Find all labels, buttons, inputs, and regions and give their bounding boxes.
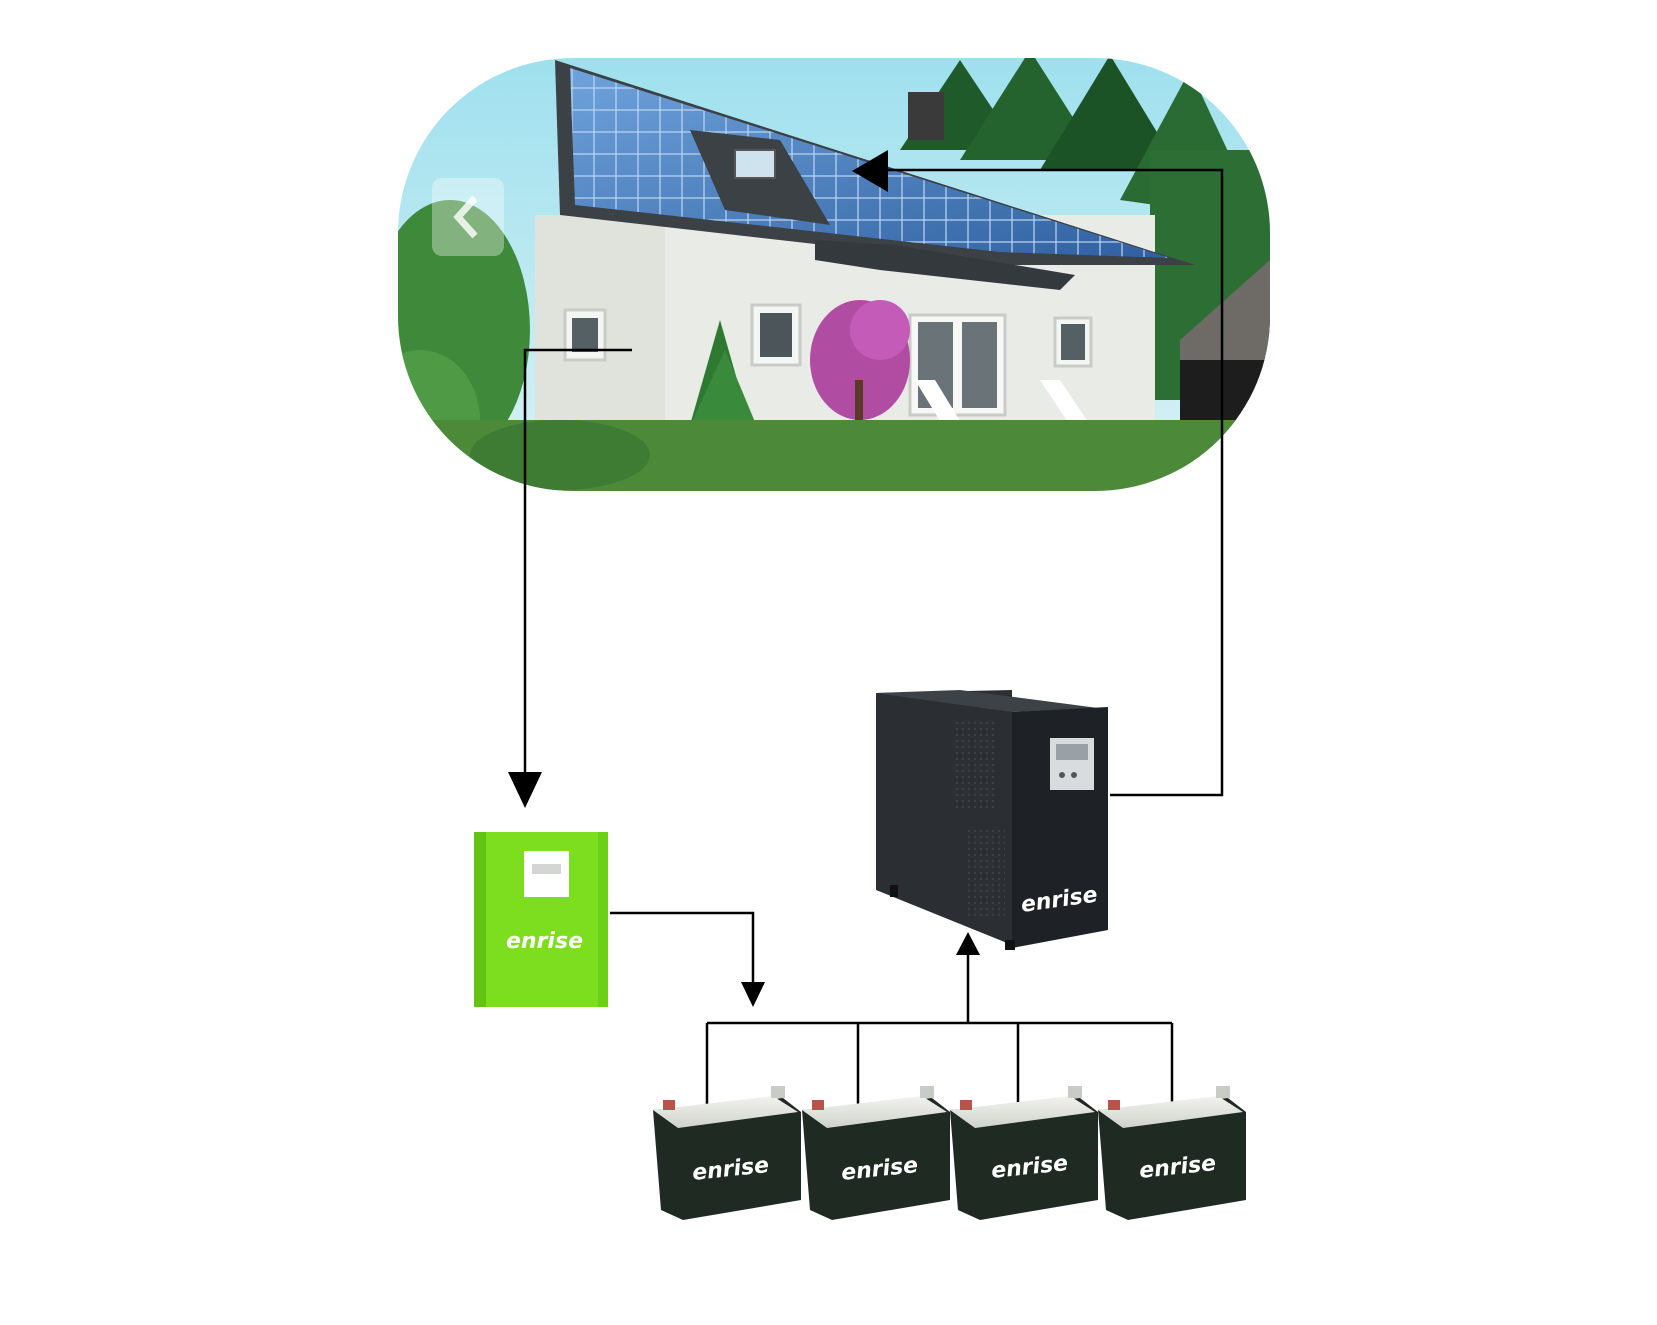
wiring — [523, 168, 1224, 1105]
photo-back-button[interactable] — [432, 178, 504, 256]
battery: enrise — [802, 1086, 950, 1220]
wire-controller-to-batteries — [610, 911, 755, 982]
inverter: enrise — [876, 690, 1108, 950]
arrow-left-icon — [852, 150, 888, 192]
battery-bank: enrise enrise enrise enrise — [653, 1086, 1246, 1220]
battery: enrise — [950, 1086, 1098, 1220]
arrow-down-icon — [741, 982, 765, 1007]
wire-house-to-controller — [523, 348, 632, 772]
arrow-up-icon — [956, 932, 980, 955]
house-with-solar-roof — [398, 58, 1270, 491]
battery: enrise — [1098, 1086, 1246, 1220]
charge-controller: enrise — [474, 832, 608, 1007]
arrowheads — [508, 150, 980, 1007]
arrow-down-icon — [508, 772, 542, 808]
controller-brand-label: enrise — [506, 929, 583, 954]
battery: enrise — [653, 1086, 801, 1220]
chevron-left-icon — [453, 195, 478, 239]
wire-inverter-to-roof — [888, 168, 1224, 797]
